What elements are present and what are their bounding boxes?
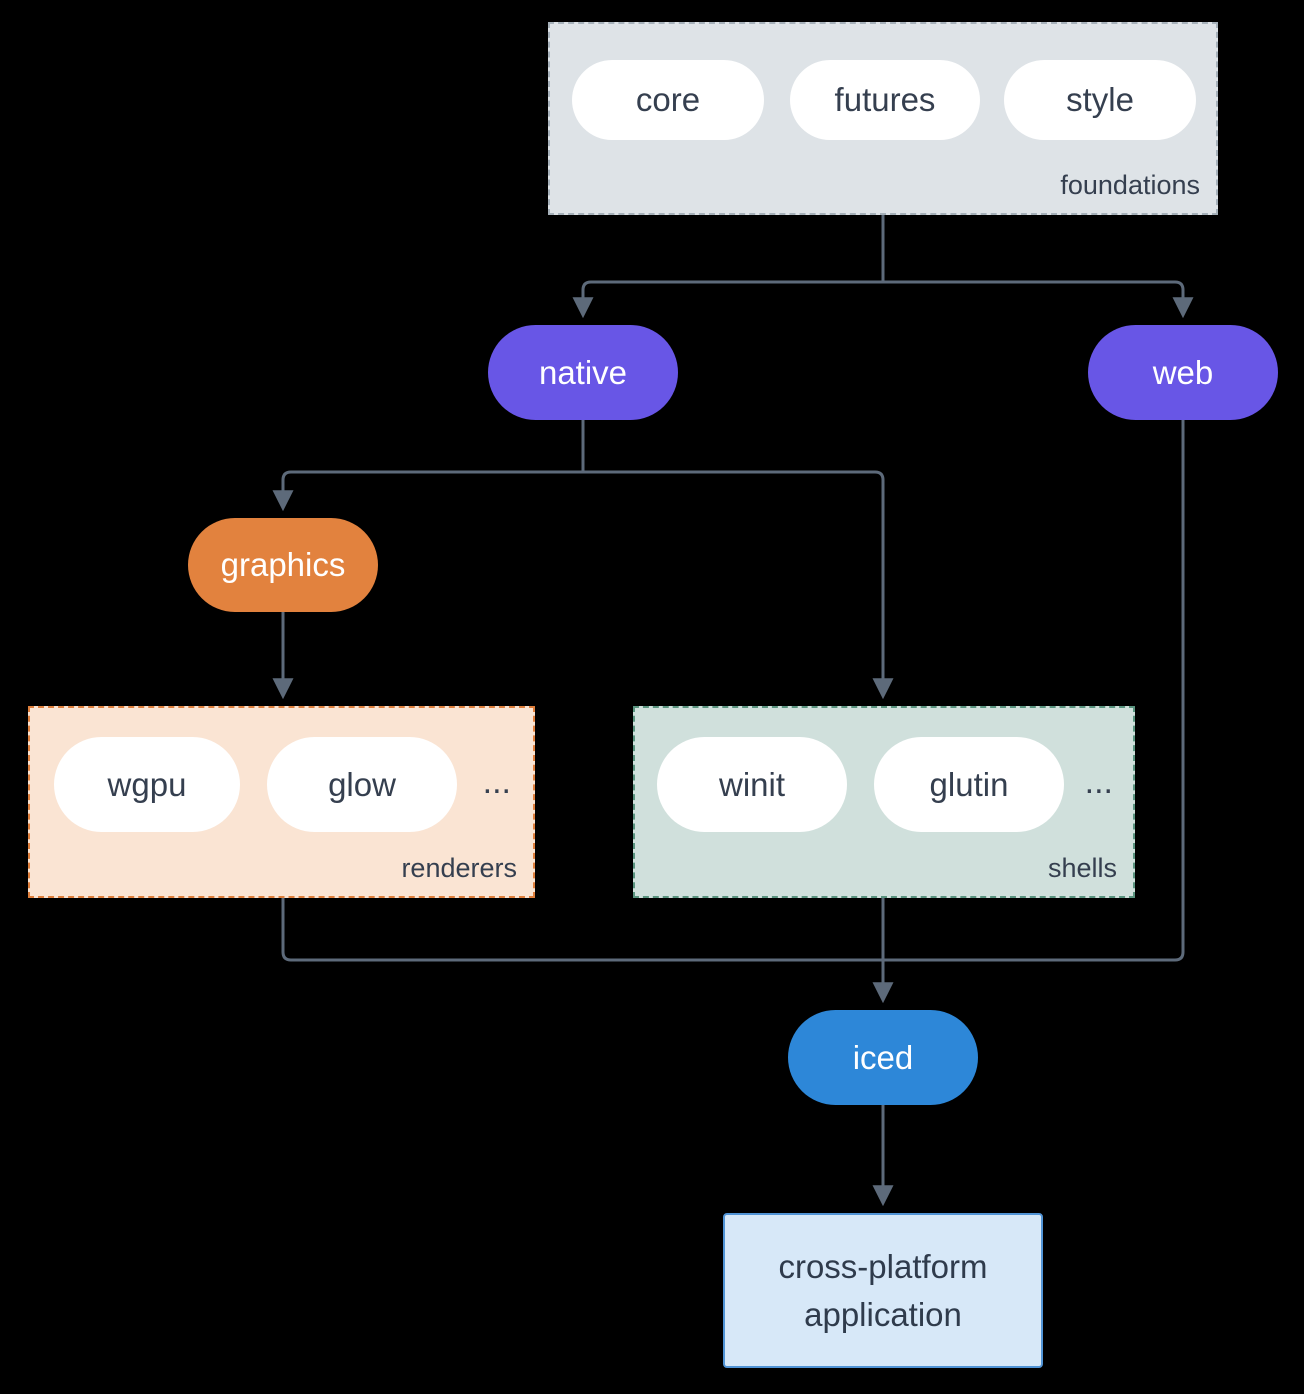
arrow-native-to-shells — [583, 470, 894, 700]
arrow-foundations-to-native — [572, 280, 883, 319]
renderers-group: wgpu glow ... renderers — [28, 706, 535, 898]
node-native: native — [488, 325, 678, 420]
shells-group-label: shells — [1047, 853, 1117, 883]
arrow-foundations-to-web — [883, 280, 1194, 319]
foundations-group-label: foundations — [1060, 170, 1200, 200]
node-application-label: cross-platform application — [778, 1247, 988, 1333]
node-wgpu-label: wgpu — [107, 765, 187, 803]
node-application: cross-platform application — [723, 1213, 1043, 1368]
shells-ellipsis: ... — [1084, 763, 1113, 801]
foundations-group: core futures style foundations — [548, 22, 1218, 215]
node-winit: winit — [657, 737, 847, 832]
node-glutin-label: glutin — [929, 765, 1009, 803]
arrow-renderers-to-join — [281, 898, 883, 962]
arrow-native-to-graphics — [272, 470, 583, 512]
node-style-label: style — [1066, 81, 1134, 118]
node-glow: glow — [267, 737, 457, 832]
node-graphics: graphics — [188, 518, 378, 612]
node-iced: iced — [788, 1010, 978, 1105]
node-style: style — [1004, 60, 1196, 140]
node-core: core — [572, 60, 764, 140]
node-native-label: native — [538, 353, 628, 391]
shells-group: winit glutin ... shells — [633, 706, 1135, 898]
node-glutin: glutin — [874, 737, 1064, 832]
node-wgpu: wgpu — [54, 737, 240, 832]
node-web: web — [1088, 325, 1278, 420]
node-glow-label: glow — [328, 765, 396, 803]
node-web-label: web — [1152, 353, 1214, 391]
node-graphics-label: graphics — [220, 546, 346, 583]
node-futures-label: futures — [834, 81, 936, 118]
renderers-group-label: renderers — [401, 853, 517, 883]
node-core-label: core — [635, 81, 701, 118]
renderers-ellipsis: ... — [482, 763, 511, 801]
node-iced-label: iced — [852, 1038, 914, 1076]
node-futures: futures — [790, 60, 980, 140]
node-winit-label: winit — [718, 765, 786, 803]
